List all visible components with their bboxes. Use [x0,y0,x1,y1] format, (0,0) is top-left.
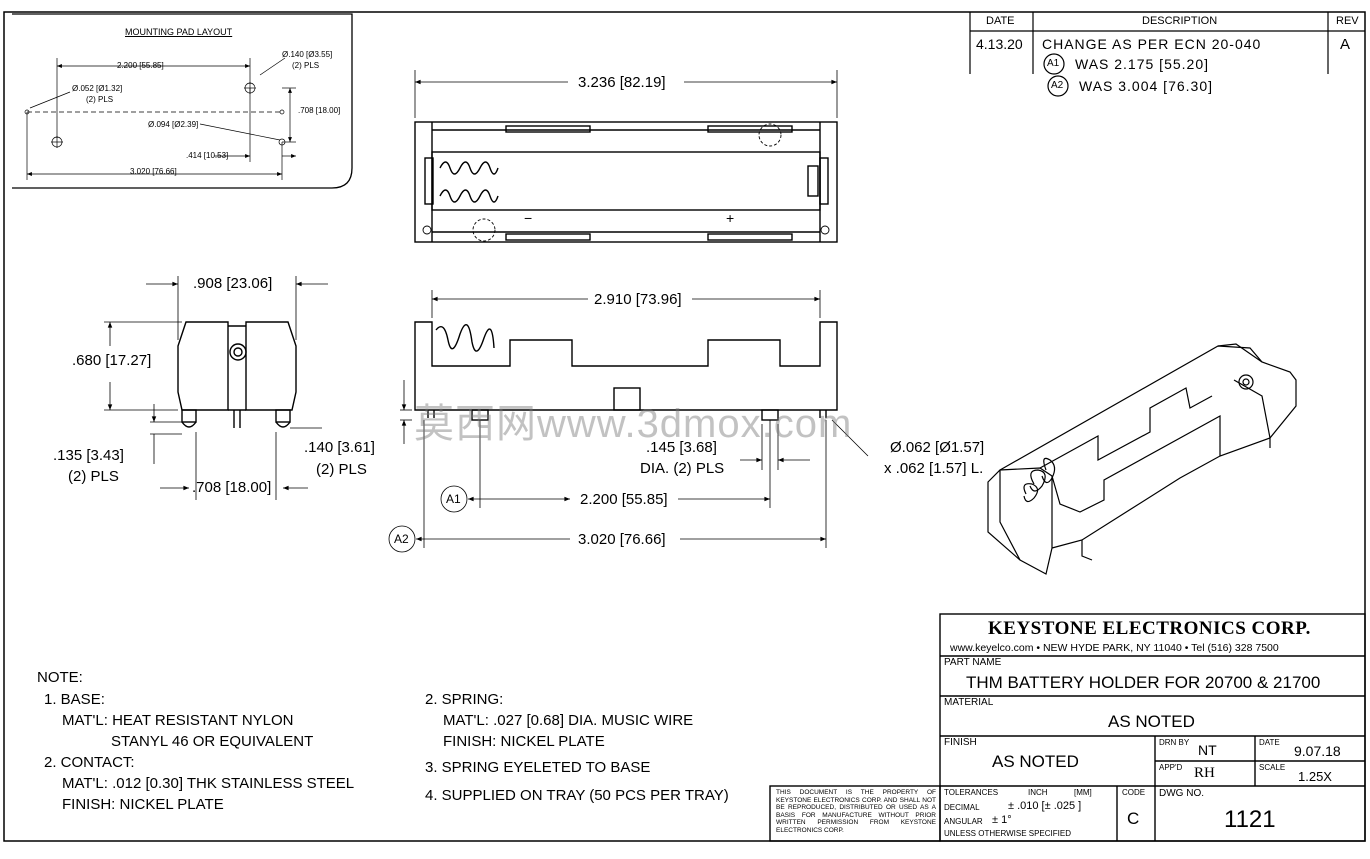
date-value: 9.07.18 [1294,743,1341,759]
pad-dim-height-708: .708 [18.00] [298,106,341,115]
side-view-boss-dia-dim: .145 [3.68] [646,439,717,456]
end-view-pin-spacing-dim: .708 [18.00] [192,479,272,496]
rev-change-tag-a2: A2 [1051,80,1064,91]
side-view-pin-spec-length: x .062 [1.57] L. [884,460,984,477]
end-view-dims [104,276,328,500]
pad-layout-lines [24,57,296,180]
side-view-boss-dia-qty: DIA. (2) PLS [640,460,725,477]
rev-change-text-a1: WAS 2.175 [55.20] [1075,56,1209,72]
end-view-pin-dia-dim: .140 [3.61] [304,439,375,456]
finish-label: FINISH [944,737,977,748]
note-base-material-cont: STANYL 46 OR EQUIVALENT [111,733,314,750]
note-spring-finish: FINISH: NICKEL PLATE [443,733,605,750]
rev-change-tag-a1: A1 [1047,58,1060,69]
code-value: C [1127,809,1140,828]
material-label: MATERIAL [944,697,994,708]
property-notice: THIS DOCUMENT IS THE PROPERTY OF KEYSTON… [776,789,936,834]
side-view-a1-tag: A1 [446,492,461,506]
watermark-text: 莫西网www.3dmox.com [414,402,853,446]
tolerances-label: TOLERANCES [944,788,999,797]
note-spring-material: MAT'L: .027 [0.68] DIA. MUSIC WIRE [443,712,694,729]
note-contact-finish: FINISH: NICKEL PLATE [62,796,224,813]
pad-dim-hole-140: Ø.140 [Ø3.55] [282,50,333,59]
drn-by-label: DRN BY [1159,738,1190,747]
side-view-a2-tag: A2 [394,532,409,546]
isometric-view [987,343,1297,575]
company-name: KEYSTONE ELECTRONICS CORP. [988,618,1311,639]
appd-label: APP'D [1159,763,1183,772]
note-supplied-on-tray: 4. SUPPLIED ON TRAY (50 PCS PER TRAY) [425,787,729,804]
revision-block-lines [969,12,1365,97]
tolerance-mm-label: [MM] [1074,788,1092,797]
rev-row-description: CHANGE AS PER ECN 20-040 [1042,36,1262,52]
note-base-title: 1. BASE: [44,691,105,708]
tolerance-inch-label: INCH [1028,788,1048,797]
pad-dim-hole-052-qty: (2) PLS [86,95,114,104]
title-block-lines [769,613,1366,842]
top-view-dims [414,70,838,118]
pad-dim-hole-140-qty: (2) PLS [292,61,320,70]
rev-header-description: DESCRIPTION [1142,15,1218,27]
side-view-dims [388,290,869,553]
top-view-length-dim: 3.236 [82.19] [578,74,666,91]
code-label: CODE [1122,788,1146,797]
end-view-width-dim: .908 [23.06] [193,275,273,292]
sheet-border [3,11,1366,842]
rev-row-rev: A [1340,36,1351,53]
scale-value: 1.25X [1298,769,1332,784]
side-view-inner-length-dim: 2.910 [73.96] [594,291,682,308]
note-contact-material: MAT'L: .012 [0.30] THK STAINLESS STEEL [62,775,355,792]
angular-label: ANGULAR [944,817,983,826]
rev-row-date: 4.13.20 [976,36,1023,52]
dwg-no-value: 1121 [1224,806,1276,833]
scale-label: SCALE [1259,763,1286,772]
date-label: DATE [1259,738,1280,747]
decimal-tolerance: ± .010 [± .025 ] [1008,800,1082,812]
unless-otherwise-label: UNLESS OTHERWISE SPECIFIED [944,829,1071,838]
material-value: AS NOTED [1108,712,1195,731]
note-spring-eyeleted: 3. SPRING EYELETED TO BASE [425,759,651,776]
end-view-pin-length-dim: .135 [3.43] [53,447,124,464]
angular-tolerance: ± 1° [992,814,1012,826]
appd-value: RH [1194,765,1215,781]
pad-dim-hole-052: Ø.052 [Ø1.32] [72,84,123,93]
dwg-no-label: DWG NO. [1159,788,1204,799]
side-view-pin-spec: Ø.062 [Ø1.57] [890,439,985,456]
side-view [414,321,838,421]
pad-dim-hole-094: Ø.094 [Ø2.39] [148,120,199,129]
end-view-pin-length-qty: (2) PLS [68,468,119,485]
pad-layout-title: MOUNTING PAD LAYOUT [125,27,233,37]
rev-header-date: DATE [986,15,1015,27]
end-view-height-dim: .680 [17.27] [72,352,152,369]
note-spring-title: 2. SPRING: [425,691,504,708]
end-view-pin-dia-qty: (2) PLS [316,461,367,478]
notes-header: NOTE: [37,669,83,686]
part-name-label: PART NAME [944,657,1002,668]
note-base-material: MAT'L: HEAT RESISTANT NYLON [62,712,294,729]
finish-value: AS NOTED [992,752,1079,771]
pad-layout-frame [12,13,353,189]
top-view [414,121,838,243]
part-name-value: THM BATTERY HOLDER FOR 20700 & 21700 [966,673,1321,692]
company-address: www.keyelco.com • NEW HYDE PARK, NY 1104… [950,642,1279,654]
end-view [177,321,297,428]
side-view-a2-dim: 3.020 [76.66] [578,531,666,548]
note-contact-title: 2. CONTACT: [44,754,135,771]
top-view-plus-mark: + [726,210,735,226]
decimal-label: DECIMAL [944,803,980,812]
rev-change-text-a2: WAS 3.004 [76.30] [1079,78,1213,94]
side-view-a1-dim: 2.200 [55.85] [580,491,668,508]
top-view-minus-mark: − [524,210,533,226]
rev-header-rev: REV [1336,15,1359,27]
drn-by-value: NT [1198,742,1217,758]
pad-dim-span-3020: 3.020 [76.66] [130,167,177,176]
pad-dim-span-2200: 2.200 [55.85] [117,61,164,70]
pad-dim-offset-414: .414 [10.53] [186,151,229,160]
